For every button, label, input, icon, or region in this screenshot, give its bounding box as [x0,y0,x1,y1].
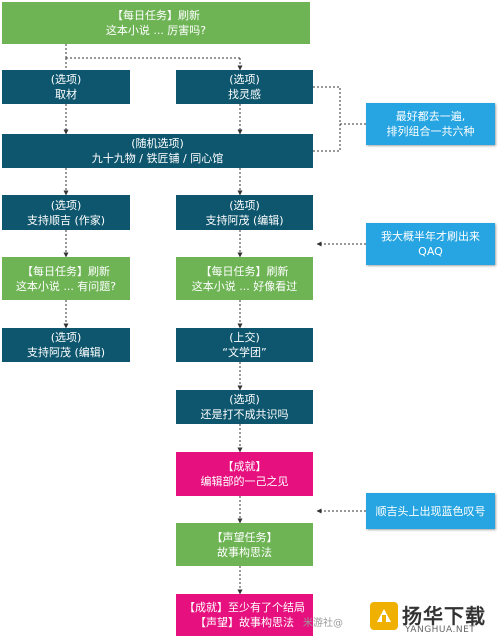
note-half-year-line2: QAQ [418,245,443,258]
daily-task-1-subtitle: 这本小说 ... 厉害吗? [105,24,207,37]
option-node-find-inspiration: (选项) 找灵感 [176,70,313,104]
submit-node-literary-group: (上交) “文学团” [176,328,313,362]
option-node-support-amao-1: (选项) 支持阿茂 (编辑) [176,195,313,230]
daily-task-2-title: 【每日任务】刷新 [22,264,110,278]
random-option-tag: (随机选项) [131,137,184,150]
option-no-consensus-tag: (选项) [229,393,260,406]
final-reward-node: 【成就】至少有了个结局 【声望】故事构思法 [176,594,313,636]
note-node-combinations: 最好都去一遍, 排列组合一共六种 [366,103,495,145]
option-support-amao-2-tag: (选项) [50,331,82,344]
daily-task-node-1: 【每日任务】刷新 这本小说 ... 厉害吗? [2,2,310,44]
option-gather-material-label: 取材 [55,88,77,101]
daily-task-2-subtitle: 这本小说 ... 有问题? [15,279,117,293]
submit-literary-group-tag: (上交) [229,331,260,344]
reputation-task-label: 故事构思法 [217,545,272,559]
daily-task-node-2: 【每日任务】刷新 这本小说 ... 有问题? [2,257,130,300]
reputation-task-node: 【声望任务】 故事构思法 [176,523,313,566]
connector-note1-bracket [313,86,366,152]
option-find-inspiration-label: 找灵感 [228,88,261,101]
option-gather-material-tag: (选项) [50,73,82,86]
note-node-blue-exclamation: 顺吉头上出现蓝色叹号 [366,493,495,529]
logo-icon [370,602,398,630]
daily-task-node-3: 【每日任务】刷新 这本小说 ... 好像看过 [176,257,313,300]
option-support-shunji-tag: (选项) [50,198,82,212]
option-node-support-amao-2: (选项) 支持阿茂 (编辑) [2,328,130,362]
note-combinations-line2: 排列组合一共六种 [386,125,475,138]
option-find-inspiration-tag: (选项) [229,73,260,86]
logo-domain: YANGHUA.NET [405,625,476,635]
option-support-amao-1-tag: (选项) [229,198,260,212]
note-blue-exclamation-line1: 顺吉头上出现蓝色叹号 [375,504,486,518]
watermark-text: 米游社@ [303,618,343,629]
option-support-shunji-label: 支持顺吉 (作家) [26,213,106,227]
option-no-consensus-label: 还是打不成共识吗 [200,408,289,421]
random-option-label: 九十九物 / 铁匠铺 / 同心馆 [91,152,224,165]
daily-task-3-subtitle: 这本小说 ... 好像看过 [191,279,298,293]
daily-task-1-title: 【每日任务】刷新 [112,9,200,22]
reputation-task-tag: 【声望任务】 [211,530,278,544]
achievement-node-editorial-opinion: 【成就】 编辑部的一己之见 [176,452,313,496]
logo-name: 扬华下载 [402,604,486,628]
submit-literary-group-label: “文学团” [222,346,267,359]
final-reward-achievement: 【成就】至少有了个结局 [184,601,305,614]
note-combinations-line1: 最好都去一遍, [395,110,466,123]
achievement-editorial-opinion-label: 编辑部的一己之见 [200,475,289,488]
option-node-support-shunji: (选项) 支持顺吉 (作家) [2,195,130,230]
connector-split [65,44,240,70]
option-support-amao-2-label: 支持阿茂 (编辑) [26,346,106,359]
site-logo: 扬华下载 YANGHUA.NET [368,599,498,639]
achievement-editorial-opinion-tag: 【成就】 [222,460,267,473]
note-node-half-year: 我大概半年才刷出来 QAQ [366,223,495,265]
option-node-gather-material: (选项) 取材 [2,70,130,104]
option-support-amao-1-label: 支持阿茂 (编辑) [205,213,284,227]
final-reward-reputation: 【声望】故事构思法 [195,616,294,629]
option-node-no-consensus: (选项) 还是打不成共识吗 [176,390,313,424]
note-half-year-line1: 我大概半年才刷出来 [381,230,480,243]
daily-task-3-title: 【每日任务】刷新 [200,264,289,278]
random-option-node: (随机选项) 九十九物 / 铁匠铺 / 同心馆 [2,134,313,168]
